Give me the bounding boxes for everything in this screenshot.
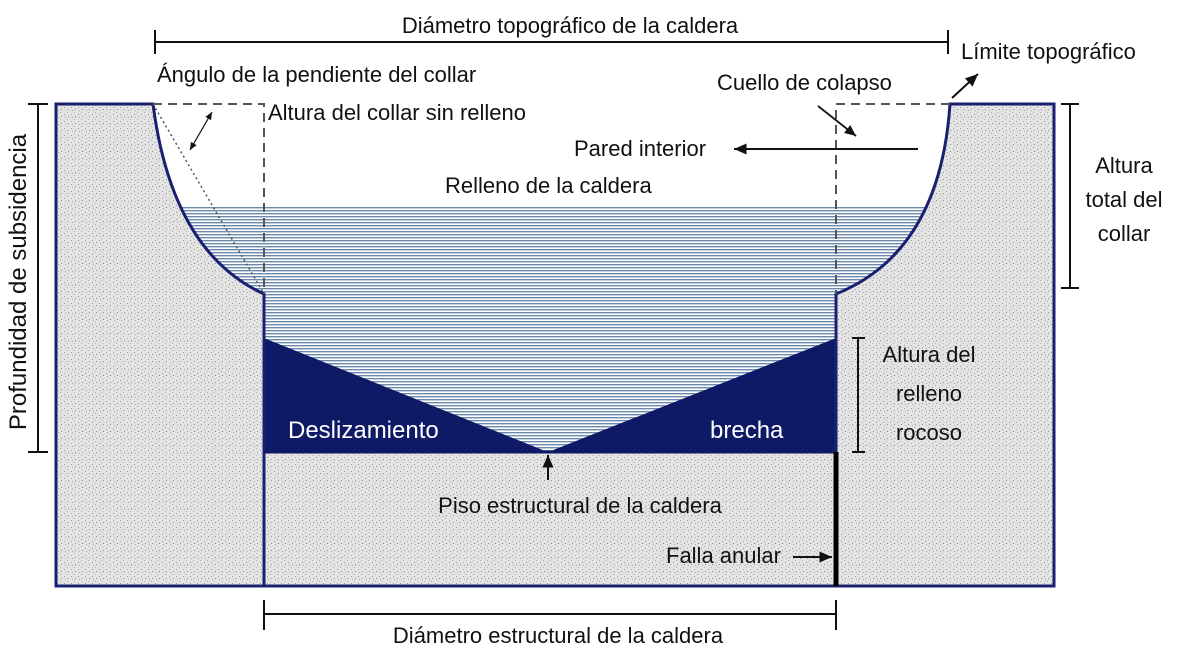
total-collar-height-bar xyxy=(1061,103,1079,289)
structural-floor-label: Piso estructural de la caldera xyxy=(438,493,722,518)
rock-fill-height-label-1: Altura del xyxy=(883,342,976,367)
topographic-limit-label: Límite topográfico xyxy=(961,39,1136,64)
caldera-fill-label: Relleno de la caldera xyxy=(445,173,652,198)
rock-fill-height-label-3: rocoso xyxy=(896,420,962,445)
total-collar-height-label-3: collar xyxy=(1098,221,1151,246)
subsidence-depth-bar xyxy=(28,103,48,453)
subsidence-depth-label: Profundidad de subsidencia xyxy=(5,133,32,430)
collapse-neck-label: Cuello de colapso xyxy=(717,70,892,95)
collar-slope-dotted xyxy=(152,103,265,295)
total-collar-height-label-1: Altura xyxy=(1095,153,1153,178)
unfilled-collar-height-label: Altura del collar sin relleno xyxy=(268,100,526,125)
collapse-neck-arrow xyxy=(817,105,857,137)
inner-wall-label: Pared interior xyxy=(574,136,706,161)
topographic-diameter-label: Diámetro topográfico de la caldera xyxy=(402,13,739,38)
unfilled-collar-dashed-right xyxy=(835,103,950,294)
fill-cone-lines xyxy=(264,338,836,452)
ring-fault-label: Falla anular xyxy=(666,543,781,568)
collar-height-arrow xyxy=(189,111,213,151)
caldera-fill-area xyxy=(180,206,927,338)
rock-fill-height-bar xyxy=(852,337,865,453)
collar-slope-angle-label: Ángulo de la pendiente del collar xyxy=(157,62,476,87)
structural-floor-block xyxy=(264,452,836,586)
total-collar-height-label-2: total del xyxy=(1085,187,1162,212)
structural-diameter-label: Diámetro estructural de la caldera xyxy=(393,623,724,648)
landslide-label: Deslizamiento xyxy=(288,417,439,444)
structural-diameter-bar xyxy=(263,600,837,630)
unfilled-collar-dashed-left xyxy=(153,103,265,294)
ground-rock xyxy=(56,104,1054,586)
breccia-label: brecha xyxy=(710,417,784,444)
topographic-diameter-bar xyxy=(154,30,949,54)
rock-fill-height-label-2: relleno xyxy=(896,381,962,406)
topographic-limit-arrow xyxy=(951,73,979,99)
